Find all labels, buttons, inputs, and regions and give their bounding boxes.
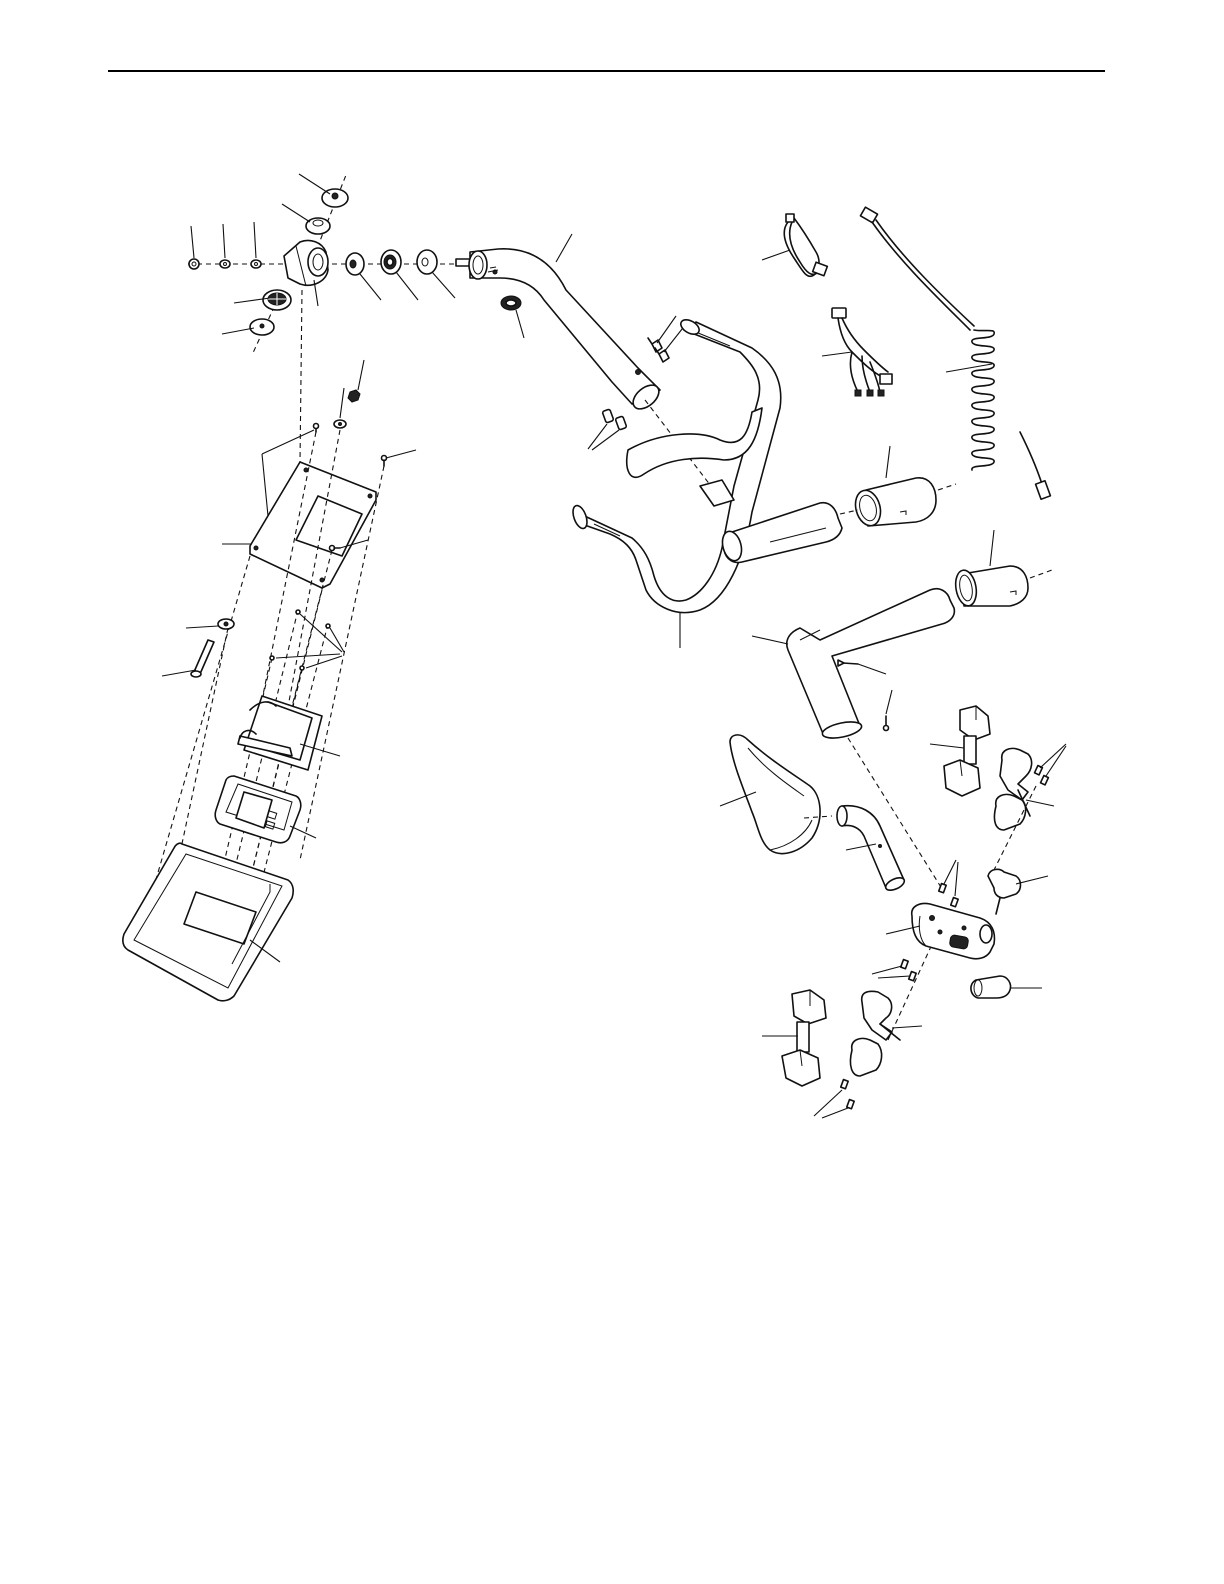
washer-icon (251, 260, 261, 268)
wire-harness-short (762, 214, 827, 276)
screw-icon (841, 1080, 854, 1109)
top-knob-icon (306, 218, 330, 234)
pivot-housing-icon (284, 240, 328, 286)
nut-icon (189, 259, 199, 269)
dumbbell-upper (930, 706, 990, 796)
end-cap-icon (971, 976, 1011, 998)
bushing-icon (381, 250, 401, 274)
washer-icon (218, 619, 234, 629)
seat-post (837, 806, 906, 893)
dumbbell-lower (762, 990, 826, 1086)
long-bolt-icon (191, 640, 214, 677)
washer-icon (220, 260, 230, 268)
screw-icon (382, 456, 387, 467)
grommet-icon (501, 296, 521, 310)
weight-holder-lower (814, 940, 934, 1118)
bolt-icon (602, 409, 627, 430)
oval-sleeve-lower (953, 530, 1052, 607)
end-cap-icon (417, 250, 437, 274)
bolt-icon (655, 348, 669, 362)
adjustment-knob-icon (263, 290, 291, 310)
pivot-assembly (188, 174, 470, 355)
pop-pin-knob-icon (988, 869, 1021, 914)
spacer-icon (346, 253, 364, 275)
console-mast (123, 290, 416, 1001)
screw-icon (270, 610, 330, 670)
washer-icon (334, 420, 346, 428)
screw-icon (884, 716, 889, 731)
wire-harness-multi (822, 308, 892, 396)
bolt-icon (648, 338, 662, 352)
oval-sleeve-upper (840, 446, 956, 528)
weight-holder-upper (990, 744, 1066, 878)
lower-washer-icon (250, 319, 274, 335)
seat (720, 735, 832, 854)
screw-icon (314, 424, 319, 433)
nut-icon (348, 390, 360, 402)
coil-icon (972, 330, 994, 470)
screw-icon (901, 960, 916, 981)
